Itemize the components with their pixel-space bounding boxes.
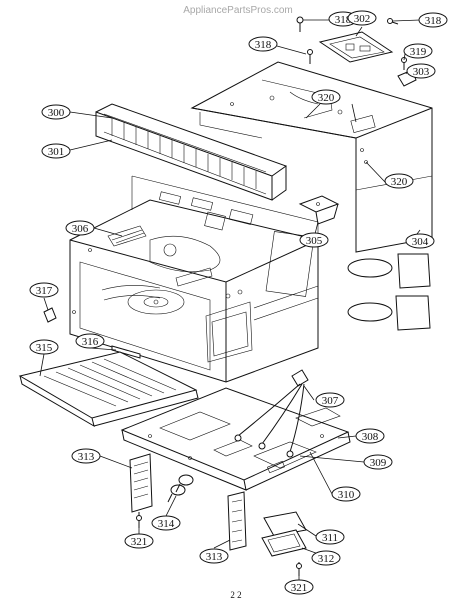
svg-text:309: 309 [370,457,387,469]
callout-302: 302 [347,10,377,26]
svg-text:306: 306 [72,223,89,235]
callout-314: 314 [151,515,181,531]
svg-text:318: 318 [255,39,272,51]
svg-text:320: 320 [318,92,335,104]
mounting-bracket [298,195,340,225]
svg-text:303: 303 [413,66,430,78]
svg-text:321: 321 [291,582,308,594]
callout-308: 308 [355,428,385,444]
svg-text:314: 314 [158,518,175,530]
svg-text:320: 320 [391,176,408,188]
filter-left [129,453,153,513]
svg-text:302: 302 [354,13,371,25]
svg-text:317: 317 [36,285,53,297]
lamp-cover [261,511,307,557]
callout-309: 309 [363,454,393,470]
top-cover-plate [318,31,394,63]
svg-text:308: 308 [362,431,379,443]
wire-harness [234,369,309,458]
svg-text:311: 311 [322,532,338,544]
callout-315: 315 [29,339,59,355]
watermark: AppliancePartsPros.com [183,5,293,16]
callout-320-b: 320 [384,173,414,189]
front-grille [95,103,288,201]
svg-text:301: 301 [48,146,65,158]
callout-321-b: 321 [284,579,314,595]
svg-text:307: 307 [322,395,339,407]
svg-text:318: 318 [335,14,352,26]
seal-strip [111,345,141,359]
lamps [167,474,194,503]
callout-312: 312 [311,550,341,566]
svg-text:318: 318 [425,15,442,27]
callout-319: 319 [403,43,433,59]
label-stickers [347,253,431,331]
callout-317: 317 [29,282,59,298]
svg-text:319: 319 [410,46,427,58]
svg-text:304: 304 [412,236,429,248]
svg-text:300: 300 [48,107,65,119]
bottom-screws [136,512,302,576]
callout-318-b: 318 [418,12,448,28]
callout-310: 310 [331,486,361,502]
callout-307: 307 [315,392,345,408]
svg-text:321: 321 [131,536,148,548]
svg-text:305: 305 [306,235,323,247]
oven-cavity [69,175,319,383]
callout-305: 305 [299,232,329,248]
callout-306: 306 [65,220,95,236]
svg-text:315: 315 [36,342,53,354]
callout-316: 316 [75,333,105,349]
callout-300: 300 [41,104,71,120]
callout-320-a: 320 [311,89,341,105]
svg-text:313: 313 [78,451,95,463]
callout-304: 304 [405,233,435,249]
callout-313-a: 313 [71,448,101,464]
callout-313-b: 313 [199,548,229,564]
grease-tray [18,351,199,428]
svg-text:313: 313 [206,551,223,563]
callout-321-a: 321 [124,533,154,549]
svg-text:312: 312 [318,553,335,565]
callout-311: 311 [315,529,345,545]
footer-mark: 2 2 [230,590,241,600]
callouts: 300 301 318 302 318 318 [29,10,448,595]
door-clip [43,307,57,323]
filter-right [227,491,247,551]
callout-301: 301 [41,143,71,159]
callout-318-c: 318 [248,36,278,52]
callout-303: 303 [406,63,436,79]
svg-text:310: 310 [338,489,355,501]
svg-text:316: 316 [82,336,99,348]
